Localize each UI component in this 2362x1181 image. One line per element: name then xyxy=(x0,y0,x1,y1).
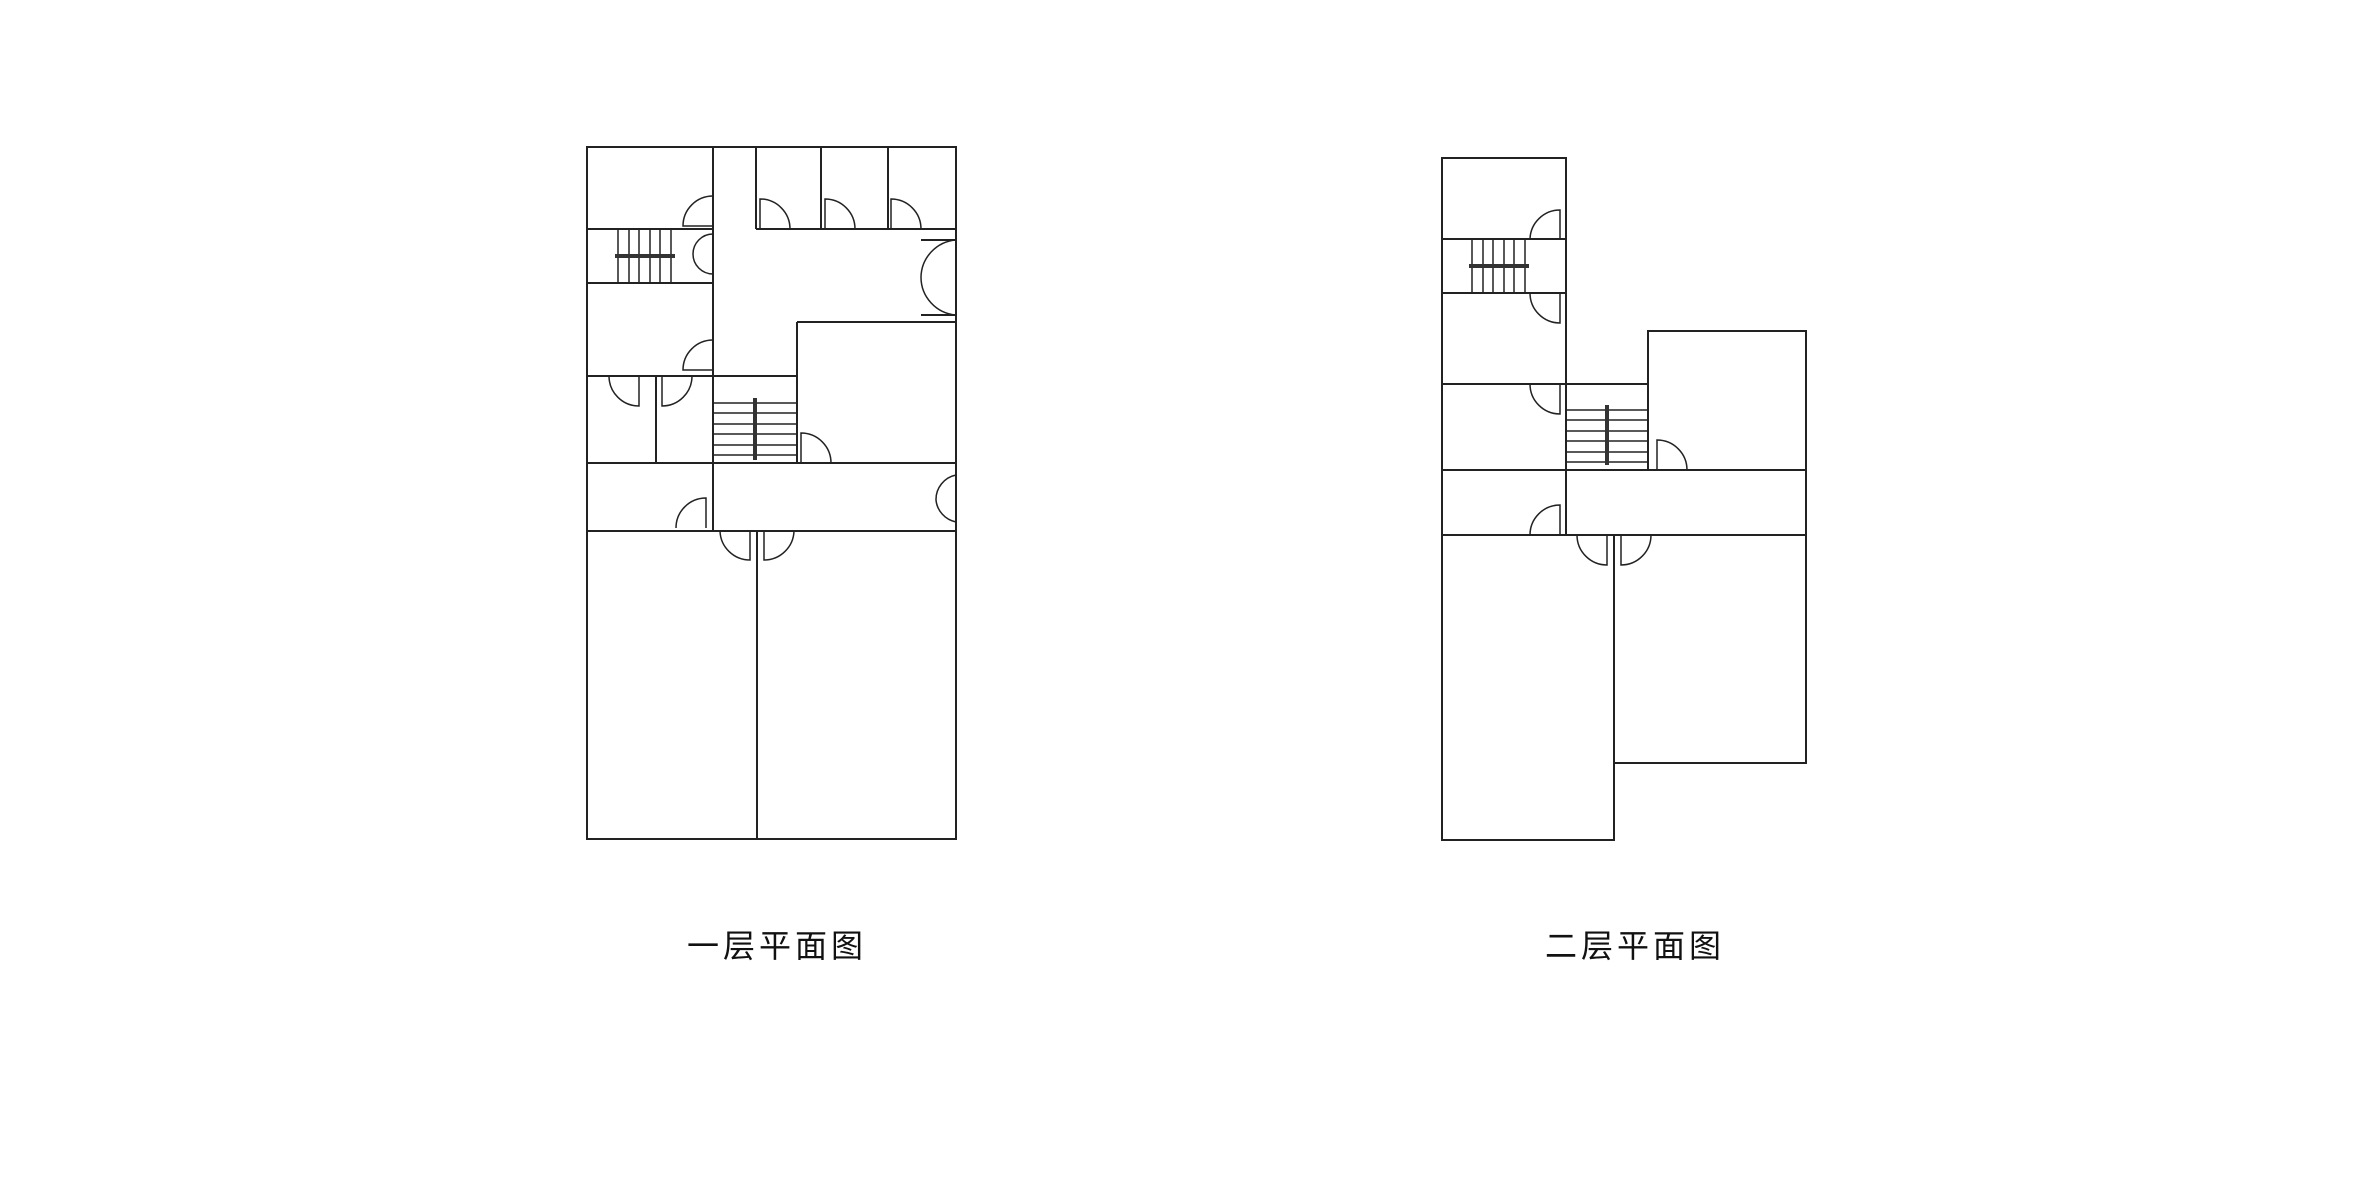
door-swings xyxy=(1529,209,1688,566)
outer-wall xyxy=(1441,157,1807,841)
second-floor-title: 二层平面图 xyxy=(1545,927,1725,965)
door-swings xyxy=(608,195,957,561)
second-floor-plan: 二层平面图 xyxy=(1441,157,1807,965)
interior-walls xyxy=(1442,238,1806,763)
ground-floor-plan: 一层平面图 xyxy=(586,146,957,965)
stair-handrails xyxy=(1469,264,1609,465)
outer-wall xyxy=(586,146,957,840)
ground-floor-title: 一层平面图 xyxy=(687,927,867,965)
stair-treads xyxy=(617,229,797,456)
stair-handrails xyxy=(615,254,757,460)
interior-walls xyxy=(587,147,956,839)
stair-treads xyxy=(1471,239,1648,463)
